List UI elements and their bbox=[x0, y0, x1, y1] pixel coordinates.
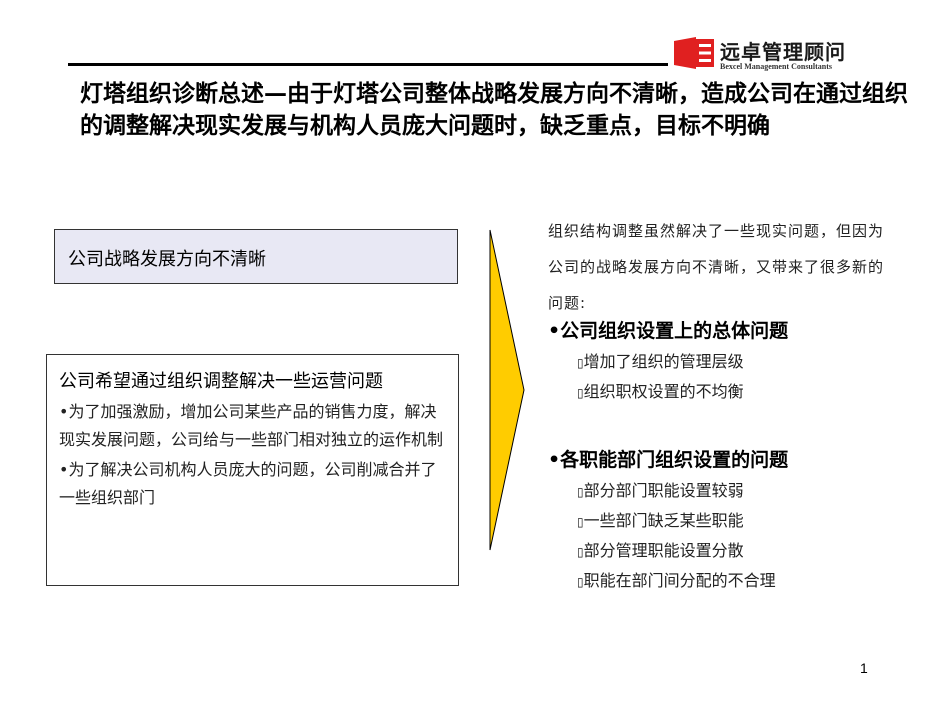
operations-bullet-1: •为了加强激励，增加公司某些产品的销售力度，解决现实发展问题，公司给与一些部门相… bbox=[59, 402, 444, 449]
company-logo: 远卓管理顾问 Bexcel Management Consultants bbox=[672, 36, 912, 76]
section-heading-departments: •各职能部门组织设置的问题 bbox=[548, 449, 789, 471]
list-item: ▯职能在部门间分配的不合理 bbox=[577, 571, 776, 590]
logo-mark-icon bbox=[674, 37, 714, 69]
section-heading-overall: •公司组织设置上的总体问题 bbox=[548, 320, 789, 342]
list-item: ▯部分部门职能设置较弱 bbox=[577, 481, 744, 500]
logo-english-name: Bexcel Management Consultants bbox=[720, 62, 832, 71]
slide-title: 灯塔组织诊断总述—由于灯塔公司整体战略发展方向不清晰，造成公司在通过组织的调整解… bbox=[80, 81, 908, 139]
header-rule bbox=[68, 63, 668, 66]
right-intro-text: 组织结构调整虽然解决了一些现实问题，但因为公司的战略发展方向不清晰，又带来了很多… bbox=[548, 222, 885, 312]
logo-chinese-name: 远卓管理顾问 bbox=[720, 40, 846, 64]
page-number: 1 bbox=[860, 660, 868, 676]
strategy-box-text: 公司战略发展方向不清晰 bbox=[68, 249, 266, 270]
list-item: ▯增加了组织的管理层级 bbox=[577, 352, 744, 371]
operations-bullet-2: •为了解决公司机构人员庞大的问题，公司削减合并了一些组织部门 bbox=[59, 460, 437, 507]
list-item: ▯一些部门缺乏某些职能 bbox=[577, 511, 744, 530]
strategy-box: 公司战略发展方向不清晰 bbox=[54, 229, 458, 284]
operations-box: 公司希望通过组织调整解决一些运营问题 •为了加强激励，增加公司某些产品的销售力度… bbox=[46, 354, 459, 586]
operations-box-heading: 公司希望通过组织调整解决一些运营问题 bbox=[59, 371, 383, 392]
list-item: ▯部分管理职能设置分散 bbox=[577, 541, 744, 560]
list-item: ▯组织职权设置的不均衡 bbox=[577, 382, 744, 401]
arrow-right-icon bbox=[489, 229, 525, 551]
